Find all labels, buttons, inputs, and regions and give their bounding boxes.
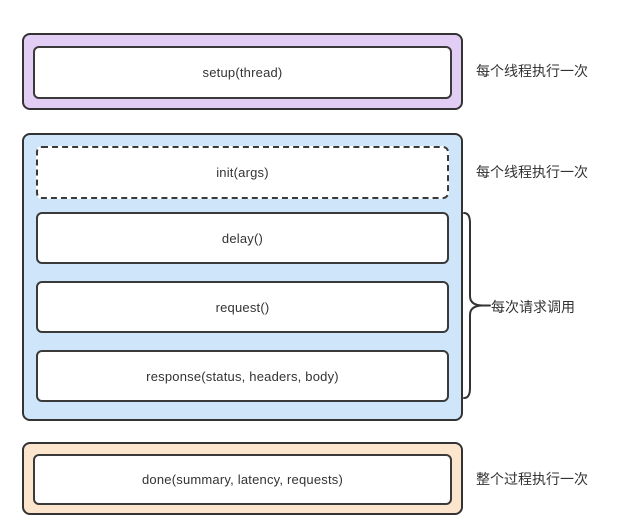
done-function-box: done(summary, latency, requests) bbox=[33, 454, 452, 505]
curly-brace-icon bbox=[463, 212, 491, 399]
delay-function-label: delay() bbox=[221, 230, 264, 246]
init-function-box-dashed: init(args) bbox=[36, 146, 449, 199]
init-function-label: init(args) bbox=[216, 165, 269, 180]
done-function-label: done(summary, latency, requests) bbox=[142, 472, 343, 487]
init-annotation: 每个线程执行一次 bbox=[476, 164, 588, 180]
delay-function-box: delay() bbox=[36, 212, 449, 264]
setup-function-label: setup(thread) bbox=[202, 65, 283, 80]
done-annotation: 整个过程执行一次 bbox=[476, 471, 588, 487]
response-function-label: response(status, headers, body) bbox=[146, 368, 339, 384]
setup-annotation: 每个线程执行一次 bbox=[476, 63, 588, 79]
setup-function-box: setup(thread) bbox=[33, 46, 452, 99]
response-function-box: response(status, headers, body) bbox=[36, 350, 449, 402]
request-function-box: request() bbox=[36, 281, 449, 333]
request-function-label: request() bbox=[215, 299, 270, 315]
per-request-annotation: 每次请求调用 bbox=[491, 299, 575, 315]
